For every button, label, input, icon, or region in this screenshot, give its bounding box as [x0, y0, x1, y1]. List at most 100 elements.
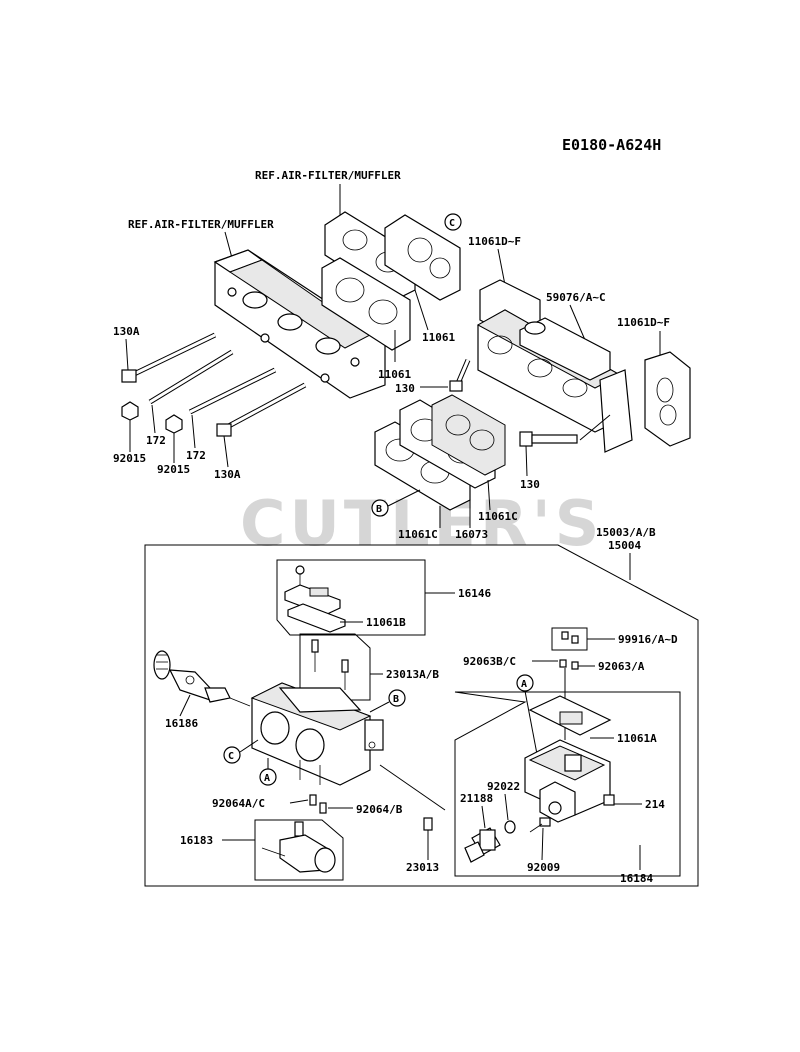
part-92015-b: 92015 [157, 463, 190, 476]
part-92064ac: 92064A/C [212, 797, 265, 810]
part-92063bc: 92063B/C [463, 655, 516, 668]
gasket-right [644, 351, 691, 447]
watermark: CUTLER'S [240, 487, 603, 560]
oring-92022 [504, 820, 516, 834]
leader-line [541, 827, 544, 861]
subassembly-box-16146 [276, 559, 426, 636]
part-11061c-b: 11061C [398, 528, 438, 541]
bolt-head [121, 369, 137, 383]
leader-line [239, 739, 259, 753]
part-11061c-a: 11061C [478, 510, 518, 523]
leader-line [414, 289, 429, 331]
part-16146: 16146 [458, 587, 491, 600]
part-16186: 16186 [165, 717, 198, 730]
part-172-a: 172 [146, 434, 166, 447]
float-bowl-body [524, 739, 611, 823]
part-92064b: 92064/B [356, 803, 403, 816]
leader-line [125, 338, 129, 371]
callout-b-carb-text: B [393, 694, 399, 705]
callout-b-mid-text: B [376, 504, 382, 515]
leader-line [487, 479, 491, 511]
choke-plate-part [284, 565, 346, 633]
ref-label-upper: REF.AIR-FILTER/MUFFLER [255, 169, 401, 182]
callout-b-mid [371, 499, 389, 517]
part-15003: 15003/A/B [596, 526, 656, 539]
part-11061a: 11061A [617, 732, 657, 745]
leader-line [379, 764, 446, 811]
screw-92009 [529, 817, 551, 833]
bowl-screw-214 [603, 794, 615, 806]
insulator-16073 [431, 394, 506, 476]
pilot-screws [309, 794, 327, 814]
main-jet-part [423, 817, 433, 831]
gasket-mid [321, 257, 411, 351]
part-21188: 21188 [460, 792, 493, 805]
part-11061d-f-top: 11061D~F [468, 235, 521, 248]
callout-c-carb [223, 746, 241, 764]
bolt-130-mid [449, 359, 471, 392]
solenoid-part [261, 821, 336, 873]
leader-line [223, 435, 229, 468]
part-11061-a: 11061 [422, 331, 455, 344]
leader-line [179, 694, 191, 717]
part-99916: 99916/A~D [618, 633, 678, 646]
part-130-right: 130 [520, 478, 540, 491]
throttle-spring-part [153, 650, 251, 707]
part-11061b: 11061B [366, 616, 406, 629]
callout-c-top-text: C [449, 218, 455, 229]
subassembly-box-99916 [551, 627, 588, 651]
leader-line [481, 805, 486, 829]
ref-label-left: REF.AIR-FILTER/MUFFLER [128, 218, 274, 231]
part-92022: 92022 [487, 780, 520, 793]
leader-line [525, 445, 528, 477]
jet-set-part [561, 631, 579, 644]
callout-c-carb-text: C [228, 751, 234, 762]
jet-screws [311, 639, 349, 690]
part-59076: 59076/A~C [546, 291, 606, 304]
part-92063a: 92063/A [598, 660, 645, 673]
nut-icon [165, 414, 183, 434]
long-bolts [121, 332, 307, 437]
intake-manifold [476, 279, 633, 453]
bowl-gasket-11061a [528, 695, 612, 736]
subassembly-box-16183 [254, 819, 344, 881]
part-23013ab: 23013A/B [386, 668, 439, 681]
part-130a-bottom: 130A [214, 468, 241, 481]
float-bowl-frame [454, 691, 681, 877]
part-92015-a: 92015 [113, 452, 146, 465]
leader-line [289, 799, 309, 804]
part-11061d-f-right: 11061D~F [617, 316, 670, 329]
callout-c-top [444, 213, 462, 231]
leader-line [191, 414, 196, 449]
part-130-mid: 130 [395, 382, 415, 395]
part-16183: 16183 [180, 834, 213, 847]
bolt-130-right [519, 431, 578, 447]
part-92009: 92009 [527, 861, 560, 874]
part-16073: 16073 [455, 528, 488, 541]
part-11061-b: 11061 [378, 368, 411, 381]
leader-line [224, 231, 233, 259]
carburetor-body [250, 682, 384, 786]
leader-line [387, 489, 421, 507]
part-15004: 15004 [608, 539, 641, 552]
nut-icon [121, 401, 139, 421]
carburetor-assembly-frame [144, 544, 699, 887]
fuel-cut-solenoid-21188 [464, 827, 501, 863]
leader-line [569, 304, 586, 341]
part-23013: 23013 [406, 861, 439, 874]
callout-a-bowl-text: A [521, 679, 527, 690]
part-130a-top: 130A [113, 325, 140, 338]
bowl-screws [559, 659, 579, 670]
leader-line [504, 793, 509, 821]
leader-line [369, 701, 390, 713]
leader-line [579, 414, 611, 441]
part-16184: 16184 [620, 872, 653, 885]
leader-line [497, 248, 506, 286]
part-214: 214 [645, 798, 665, 811]
diagram-code: E0180-A624H [562, 136, 661, 154]
callout-b-carb [388, 689, 406, 707]
callout-a-carb-text: A [264, 773, 270, 784]
leader-line [151, 404, 156, 434]
